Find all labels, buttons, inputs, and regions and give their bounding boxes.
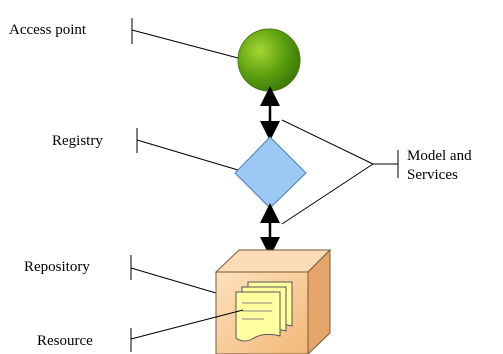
access-point-leader	[131, 29, 239, 59]
resource-leader	[130, 309, 244, 340]
access-point-circle-icon	[237, 28, 301, 92]
model-services-leader-bottom	[281, 163, 374, 225]
model-services-label-line1: Model and	[407, 148, 472, 164]
access-point-label: Access point	[9, 22, 87, 38]
resource-label: Resource	[37, 333, 93, 349]
model-services-leader-top	[281, 119, 374, 165]
repository-label: Repository	[24, 259, 90, 275]
resource-documents-icon	[235, 281, 293, 342]
model-services-label-line2: Services	[407, 167, 458, 183]
repository-leader	[130, 267, 217, 294]
registry-label: Registry	[52, 133, 103, 149]
registry-leader	[136, 139, 239, 171]
registry-diamond-icon	[234, 136, 307, 209]
